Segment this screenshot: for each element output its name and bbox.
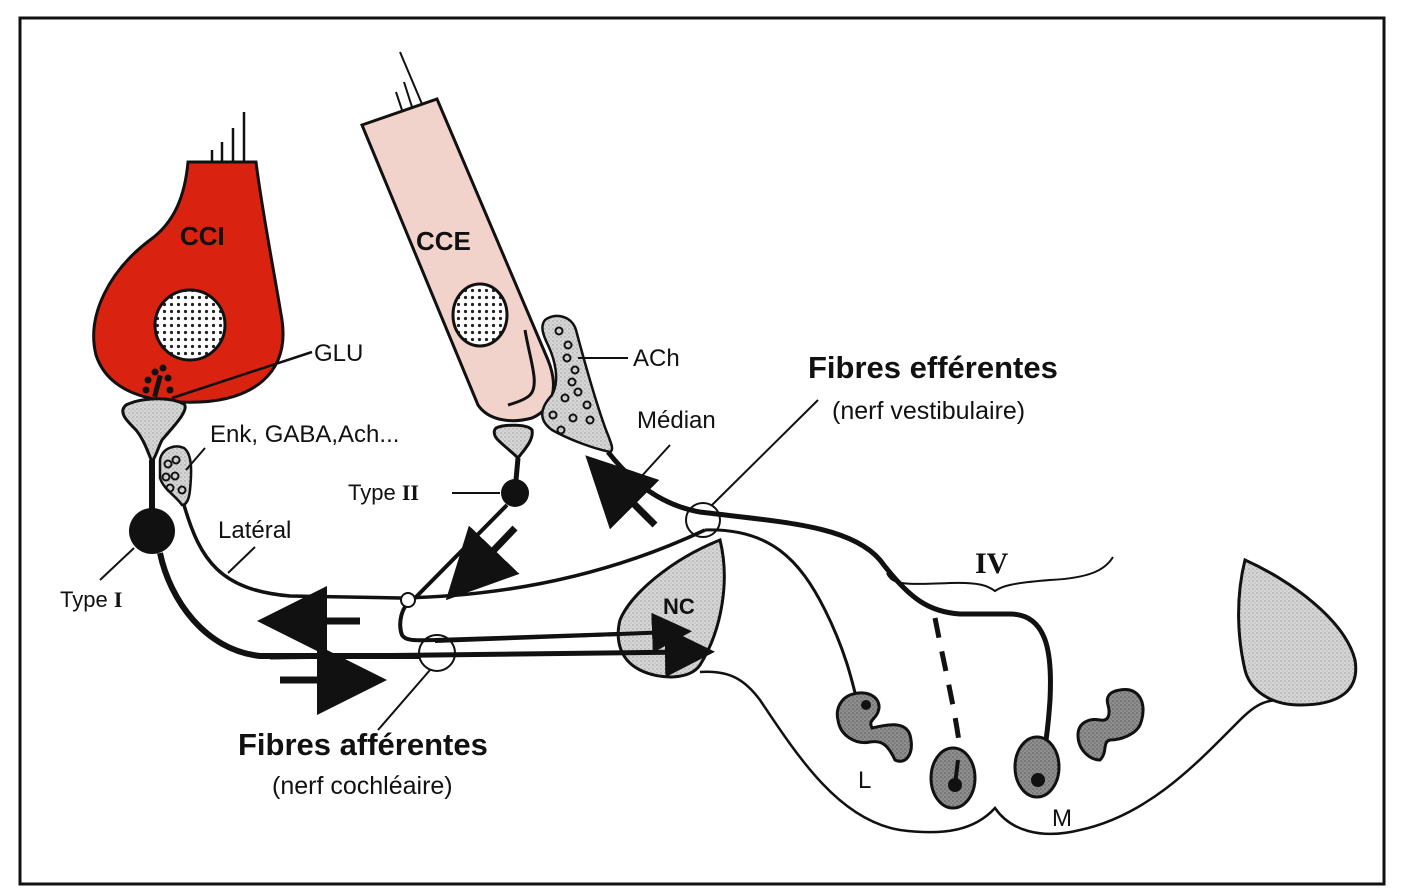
medial-efferent-fiber: [606, 450, 1054, 776]
type1-afferent: Type I: [60, 397, 420, 659]
type2-terminal: [492, 423, 534, 461]
inner-hair-cell: CCI GLU: [92, 112, 363, 404]
ihc-synaptic-vesicles: [142, 364, 174, 398]
type2-afferent: Type II: [348, 423, 681, 643]
lateral-efferent-bouton: [158, 445, 193, 507]
afferent-title-leader: [377, 669, 431, 731]
medial-efferent-bouton: [541, 314, 614, 454]
median-leader-line: [639, 444, 671, 479]
type2-cell-body: [501, 479, 529, 507]
efferent-subtitle: (nerf vestibulaire): [832, 397, 1025, 425]
contralateral-cochlear-nucleus: [1237, 557, 1358, 707]
type2-junction: [400, 592, 416, 608]
afferent-title: Fibres afférentes: [238, 727, 488, 762]
lateral-label: Latéral: [218, 517, 291, 544]
type1-cell-body: [129, 508, 175, 554]
ohc-body: [360, 97, 555, 423]
medial-nucleus-left: [929, 746, 977, 810]
glu-label: GLU: [314, 340, 363, 367]
medial-nucleus-label: M: [1052, 805, 1072, 832]
cochlear-nucleus-label: NC: [663, 594, 695, 619]
brainstem-outline: [699, 670, 1281, 836]
glu-leader-line: [171, 350, 313, 400]
efferent-title-leader: [711, 399, 819, 506]
lateral-efferent-fiber: [182, 504, 706, 600]
type1-leader-line: [99, 547, 135, 581]
median-label: Médian: [637, 407, 716, 434]
ihc-stereocilia: [210, 112, 246, 162]
ihc-body: [92, 160, 285, 404]
medial-efferent: ACh Médian: [541, 314, 1054, 776]
lateral-efferent: Enk, GABA,Ach... Latéral: [158, 421, 706, 600]
type2-label: Type II: [348, 480, 419, 505]
ohc-label: CCE: [416, 226, 471, 256]
fourth-ventricle-label: IV: [975, 547, 1009, 580]
lateral-superior-olive-right: [1076, 688, 1145, 762]
ohc-subsynaptic-cistern: [507, 329, 536, 407]
efferent-title: Fibres efférentes: [808, 350, 1058, 385]
lateral-nucleus-label: L: [858, 767, 871, 794]
medial-nucleus-right: [1013, 735, 1061, 799]
type1-afferent-fiber: [157, 552, 420, 659]
ohc-nucleus: [451, 282, 509, 348]
lateral-superior-olive-left: [835, 691, 913, 763]
ihc-label: CCI: [180, 221, 225, 251]
ach-label: ACh: [633, 345, 680, 372]
cochlear-nucleus: NC: [269, 537, 726, 679]
crossed-efferent-fiber: [932, 617, 965, 769]
type2-direction-arrow: [445, 525, 520, 601]
afferent-subtitle: (nerf cochléaire): [272, 772, 453, 800]
outer-hair-cell: CCE: [360, 51, 555, 423]
afferent-crossing-circle: [418, 634, 456, 672]
ohc-stereocilia: [395, 51, 423, 111]
lateral-olivary-efferent-fiber: [704, 528, 860, 706]
type1-terminal: [121, 397, 187, 466]
efferent-crossing-circle: [685, 502, 721, 538]
enk-leader-line: [185, 447, 206, 471]
fourth-ventricle-outline: [886, 556, 1114, 593]
type1-label: Type I: [60, 587, 122, 612]
ihc-nucleus: [153, 288, 227, 362]
figure-frame: [18, 16, 1386, 886]
medial-direction-arrow: [585, 455, 660, 530]
lateral-leader-line: [227, 546, 256, 574]
lateral-neurotransmitters-label: Enk, GABA,Ach...: [210, 421, 399, 448]
